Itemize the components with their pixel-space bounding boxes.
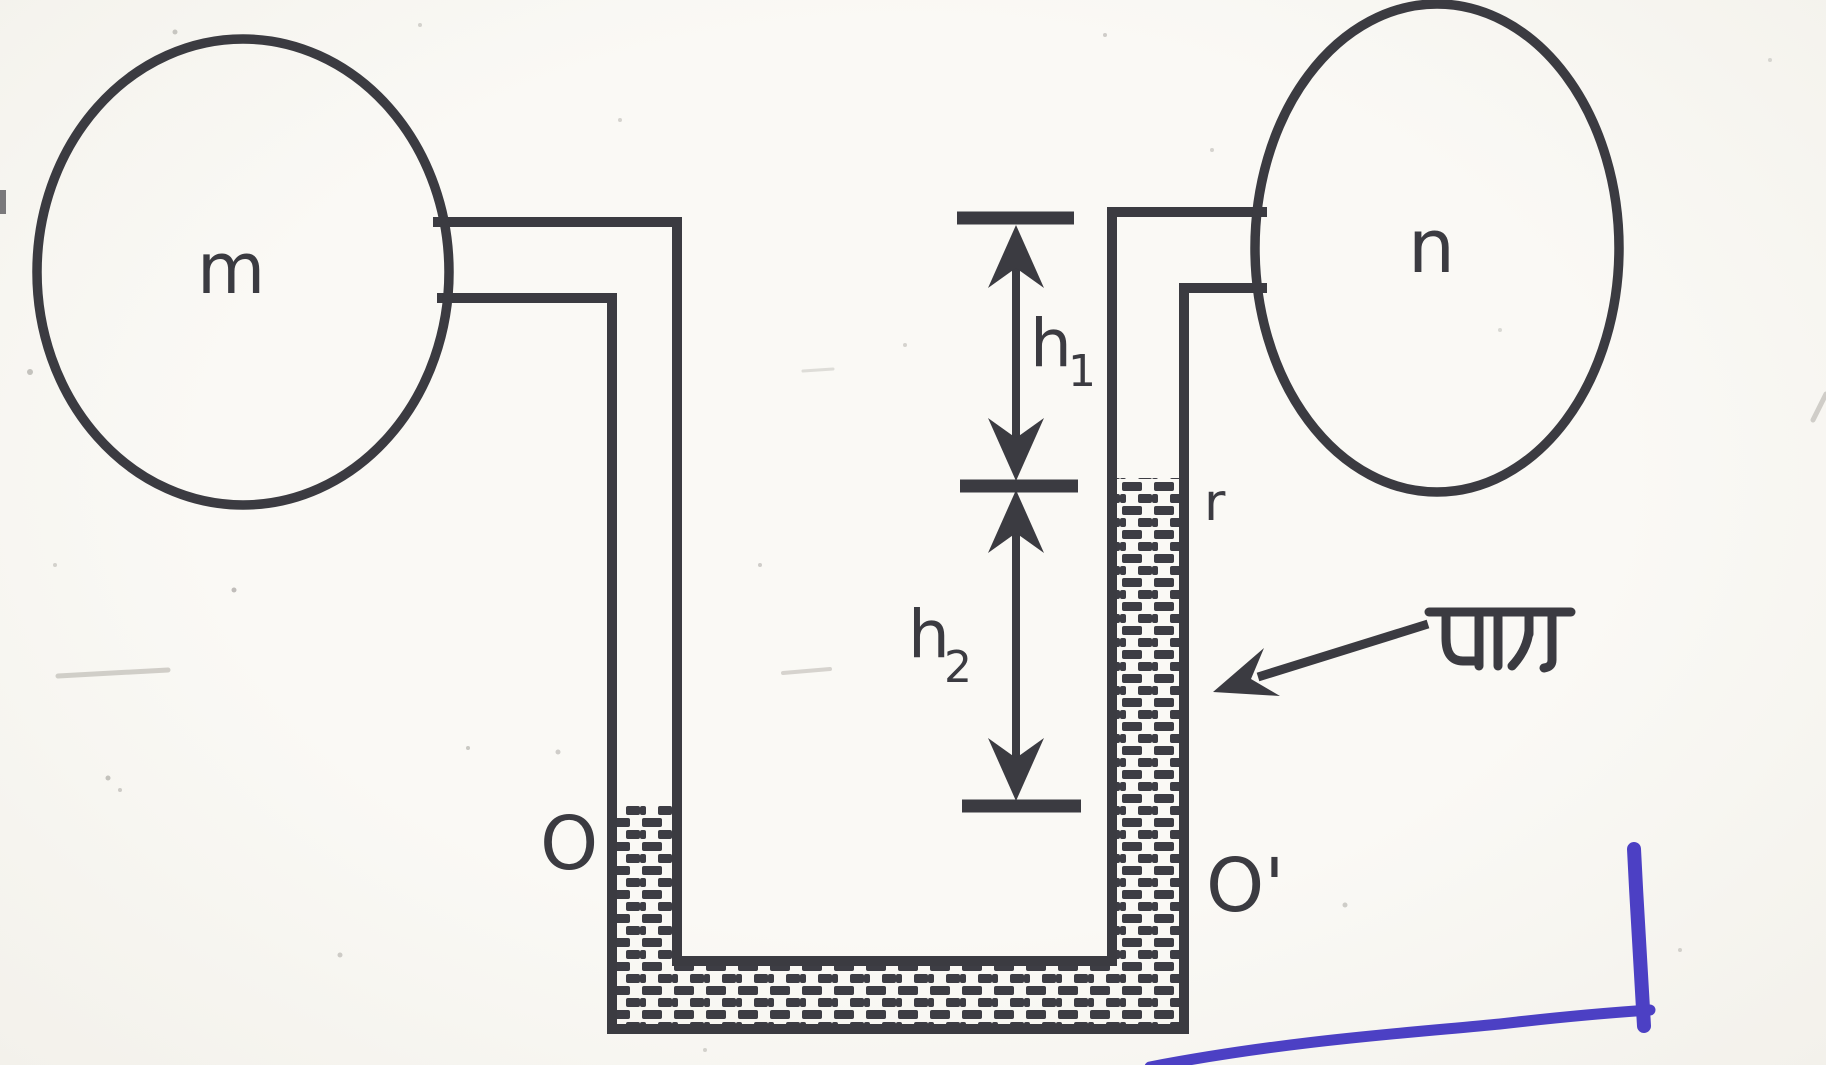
mercury-fill [617,478,1179,1024]
right-bulb-outline [1250,0,1624,497]
tube-inner-wall [433,207,1267,966]
mercury-top-right-label: r [1204,473,1226,533]
svg-text:h: h [1030,305,1072,382]
pen-vertical-stroke [1627,842,1651,1033]
arrowhead-down-icon [988,738,1044,801]
svg-text:h: h [908,596,950,673]
left-bulb-outline [32,34,454,510]
arrowhead-down-icon [988,418,1044,481]
svg-text:1: 1 [1068,346,1096,397]
svg-text:2: 2 [944,642,972,693]
u-tube [433,207,1267,1034]
h1-label: h 1 [1030,305,1096,397]
paper-specks [27,23,1772,1052]
h2-label: h 2 [908,596,972,693]
scan-smudges [0,190,1826,679]
mercury-pointer-arrow [1213,619,1430,696]
right-bulb-label: n [1408,204,1455,290]
mercury-hindi-label [1424,607,1576,673]
pen-check-mark [1144,842,1656,1065]
left-bulb-label: m [197,228,265,310]
right-level-label: O' [1206,843,1285,929]
pen-curve-stroke [1144,1004,1656,1065]
arrowhead-up-icon [988,225,1044,288]
h2-dimension-arrow [988,490,1044,801]
level-ticks [957,211,1081,813]
h1-dimension-arrow [988,225,1044,481]
arrowhead-up-icon [988,490,1044,553]
arrowhead-left-icon [1213,648,1280,696]
left-level-label: O [540,801,598,887]
tube-outer-wall [437,283,1267,1034]
